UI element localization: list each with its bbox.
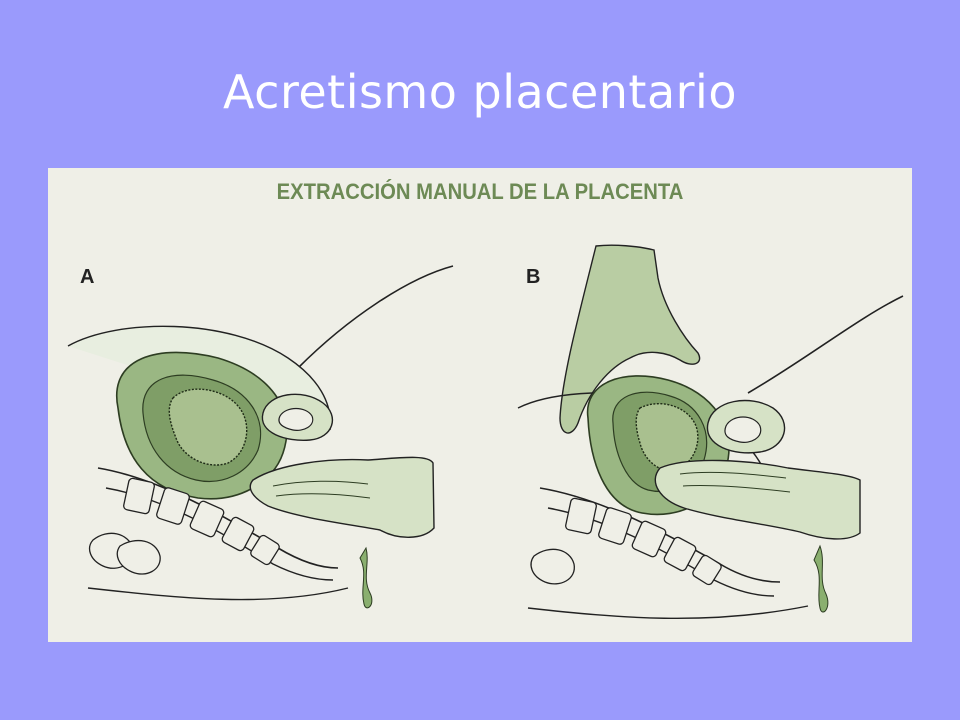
rectum-2-a <box>116 539 161 575</box>
blood-drip-a <box>359 546 373 609</box>
lower-contour-a <box>87 587 349 601</box>
panel-label-b: B <box>526 266 541 288</box>
figure-heading: EXTRACCIÓN MANUAL DE LA PLACENTA <box>276 179 684 204</box>
abdomen-outline-b <box>747 295 904 394</box>
illustration-svg <box>67 244 904 620</box>
finger-lines-a <box>272 480 371 499</box>
vertebrae-a <box>123 477 280 566</box>
figure-panel: EXTRACCIÓN MANUAL DE LA PLACENTA A B <box>48 168 912 642</box>
internal-hand-arm-b <box>654 459 861 540</box>
bladder-inner-b <box>724 416 762 443</box>
placenta-a <box>168 388 248 466</box>
finger-lines-b <box>679 471 791 493</box>
external-hand-b <box>559 244 701 434</box>
slide-title: Acretismo placentario <box>223 65 737 119</box>
bladder-inner-a <box>278 407 314 431</box>
illustration-panel-a <box>67 265 454 609</box>
illustration-panel-b <box>517 244 904 620</box>
sacrum-a <box>97 467 339 569</box>
abdomen-outline-a <box>297 265 454 369</box>
lower-contour-b <box>527 605 809 620</box>
blood-drip-b <box>813 544 829 613</box>
hand-arm-a <box>249 456 435 538</box>
rectum-b <box>530 548 575 585</box>
placenta-b <box>635 403 699 472</box>
panel-label-a: A <box>80 266 95 288</box>
vertebrae-b <box>565 497 722 586</box>
